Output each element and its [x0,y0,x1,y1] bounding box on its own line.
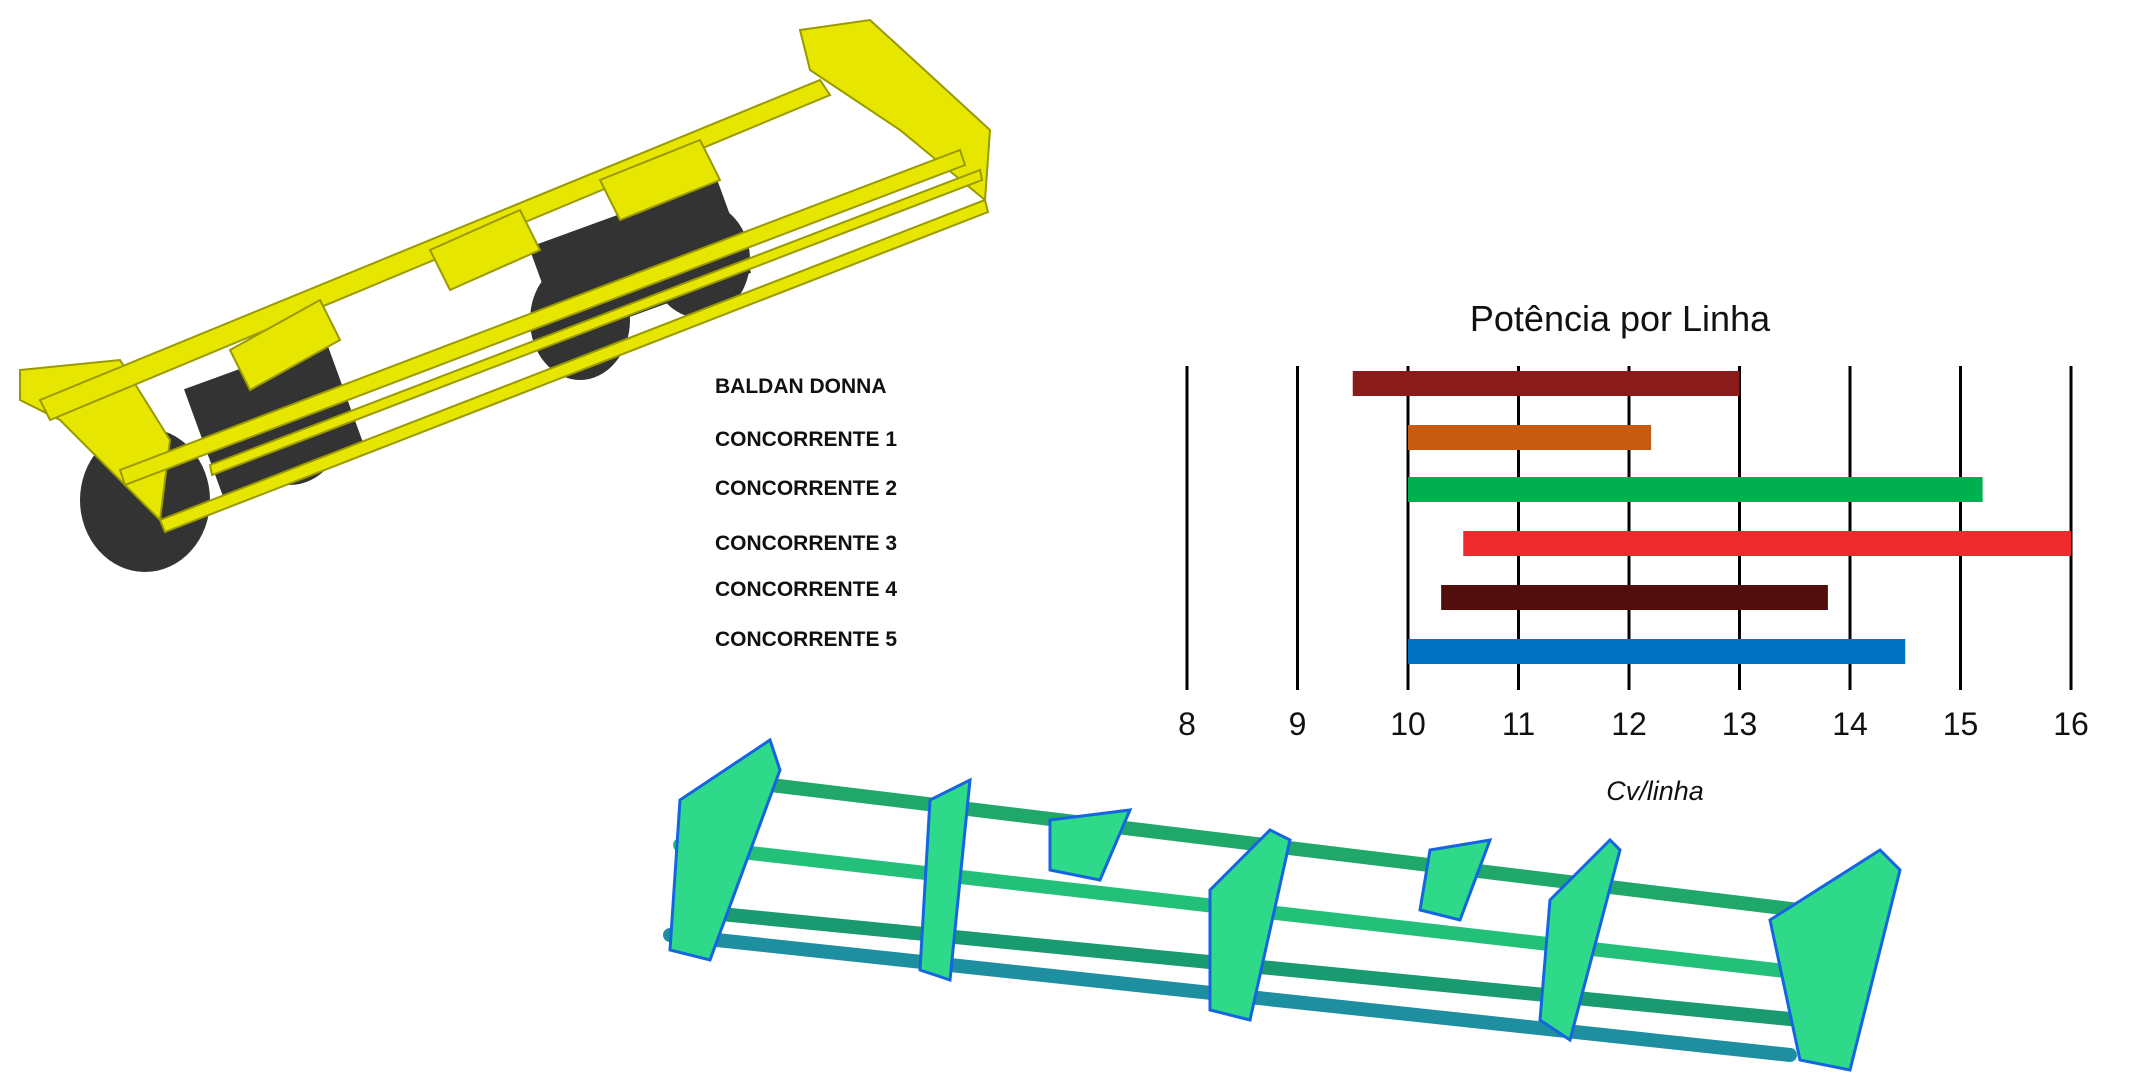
category-label: CONCORRENTE 4 [715,578,898,601]
bar-baldan-donna [1352,371,1740,396]
chassis-3d-illustration [19,18,992,572]
x-tick-label: 10 [1390,706,1426,742]
x-tick-label: 8 [1178,706,1196,742]
x-tick-label: 15 [1942,706,1979,742]
category-label: CONCORRENTE 1 [715,428,898,451]
bar-concorrente-2 [1408,477,1983,502]
x-axis-label: Cv/linha [1606,776,1704,806]
bar-concorrente-4 [1441,585,1828,610]
category-label: CONCORRENTE 5 [715,628,898,651]
fea-stress-frame-illustration [663,737,1902,1072]
category-label: BALDAN DONNA [715,375,887,398]
bar-concorrente-3 [1463,531,2071,556]
x-tick-label: 13 [1721,706,1758,742]
chart-title: Potência por Linha [1469,298,1771,339]
bar-concorrente-5 [1408,639,1906,664]
x-tick-label: 11 [1501,706,1536,742]
category-label: CONCORRENTE 3 [715,532,898,555]
x-tick-label: 12 [1611,706,1647,742]
bar-concorrente-1 [1408,425,1652,450]
x-tick-label: 9 [1288,706,1307,742]
x-tick-label: 16 [2053,706,2089,742]
category-label: CONCORRENTE 2 [715,477,898,500]
x-tick-label: 14 [1832,706,1868,742]
